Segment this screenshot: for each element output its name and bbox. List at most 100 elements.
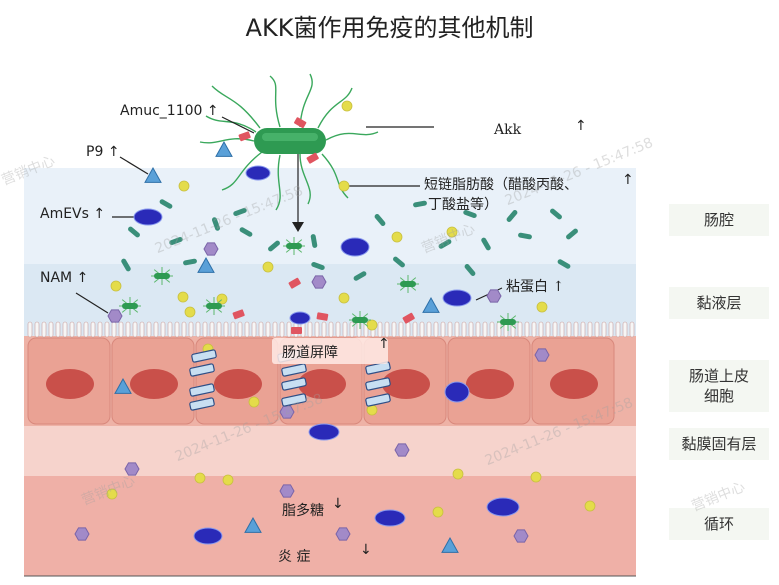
scfa-label-line2: 丁酸盐等）	[428, 197, 498, 213]
microvillus	[552, 321, 558, 338]
microvillus	[27, 321, 33, 338]
scfa-dot	[110, 280, 122, 292]
bacteria-fragment	[550, 208, 562, 220]
scfa-dot	[446, 226, 458, 238]
flagellum	[299, 73, 313, 128]
microvillus	[34, 321, 40, 338]
red-fragment	[316, 312, 329, 321]
flagellum	[269, 75, 281, 128]
bacteria-fragment	[239, 227, 253, 237]
tight-junction	[281, 377, 307, 391]
hexagon-molecule	[534, 348, 550, 362]
vesicle	[308, 423, 340, 441]
tight-junction	[365, 377, 391, 391]
microvillus	[377, 321, 383, 338]
layer-label-epithelium: 肠道上皮细胞	[669, 360, 769, 412]
triangle-molecule	[114, 377, 132, 394]
scfa-dot	[432, 506, 444, 518]
flagellum	[199, 138, 255, 144]
scfa-dot	[536, 301, 548, 313]
scfa-label-line1: 短链脂肪酸（醋酸丙酸、	[424, 177, 578, 193]
tight-junction	[191, 349, 217, 363]
microvillus	[132, 321, 138, 338]
microvillus	[286, 321, 292, 338]
small-bacterium	[154, 273, 170, 279]
microvilli	[27, 321, 635, 338]
microvillus	[580, 321, 586, 338]
microvillus	[230, 321, 236, 338]
red-fragment	[294, 117, 307, 129]
hexagon-molecule	[124, 462, 140, 476]
tight-junction	[189, 397, 215, 411]
akk-arrow: ↑	[575, 118, 587, 134]
hexagon-molecule	[513, 529, 529, 543]
vesicle	[442, 289, 472, 307]
vesicle	[133, 208, 163, 226]
microvillus	[496, 321, 502, 338]
scattered-elements	[74, 100, 596, 553]
scfa-dot	[452, 468, 464, 480]
scfa-dot	[366, 319, 378, 331]
layer-label-lamina: 黏膜固有层	[669, 428, 769, 460]
microvillus	[419, 321, 425, 338]
amevs-label: AmEVs ↑	[40, 206, 106, 222]
hexagon-molecule	[335, 527, 351, 541]
hexagon-molecule	[74, 527, 90, 541]
microvillus	[608, 321, 614, 338]
cell-nucleus	[214, 369, 262, 399]
barrier-label-box	[272, 338, 388, 364]
microvillus	[559, 321, 565, 338]
microvillus	[118, 321, 124, 338]
scfa-dot	[262, 261, 274, 273]
microvillus	[90, 321, 96, 338]
lumen-layer	[24, 168, 636, 264]
barrier-arrow: ↑	[378, 336, 390, 352]
layer-label-mucus: 黏液层	[669, 287, 769, 319]
microvillus	[265, 321, 271, 338]
bacteria-fragment	[393, 256, 405, 268]
hexagon-molecule	[311, 275, 327, 289]
microvillus	[69, 321, 75, 338]
microvillus	[524, 321, 530, 338]
microvillus	[475, 321, 481, 338]
tight-junction	[365, 361, 391, 375]
flagellum	[317, 87, 353, 129]
mucin-label: 粘蛋白 ↑	[506, 279, 565, 295]
scfa-dot	[391, 231, 403, 243]
microvillus	[181, 321, 187, 338]
microvillus	[615, 321, 621, 338]
tight-junction	[189, 363, 215, 377]
small-bacterium	[122, 303, 138, 309]
microvillus	[447, 321, 453, 338]
microvillus	[48, 321, 54, 338]
red-fragment	[402, 312, 415, 324]
microvillus	[202, 321, 208, 338]
microvillus	[629, 321, 635, 338]
epithelial-cells	[27, 337, 615, 425]
small-bacterium	[400, 281, 416, 287]
microvillus	[489, 321, 495, 338]
bacteria-fragment	[128, 226, 140, 238]
microvillus	[97, 321, 103, 338]
vesicle	[289, 311, 311, 325]
triangle-molecule	[244, 516, 262, 533]
hexagon-molecule	[486, 289, 502, 303]
microvillus	[237, 321, 243, 338]
triangle-molecule	[422, 296, 440, 313]
microvillus	[454, 321, 460, 338]
red-fragment	[288, 277, 301, 289]
tight-junction	[281, 363, 307, 377]
vesicle	[245, 165, 271, 181]
microvillus	[216, 321, 222, 338]
scfa-dot	[194, 472, 206, 484]
microvillus	[538, 321, 544, 338]
microvillus	[412, 321, 418, 338]
bacteria-fragment	[463, 209, 477, 219]
microvillus	[55, 321, 61, 338]
scfa-dot	[184, 306, 196, 318]
microvillus	[139, 321, 145, 338]
scfa-arrow: ↑	[622, 172, 634, 188]
triangle-molecule	[215, 140, 233, 157]
microvillus	[41, 321, 47, 338]
